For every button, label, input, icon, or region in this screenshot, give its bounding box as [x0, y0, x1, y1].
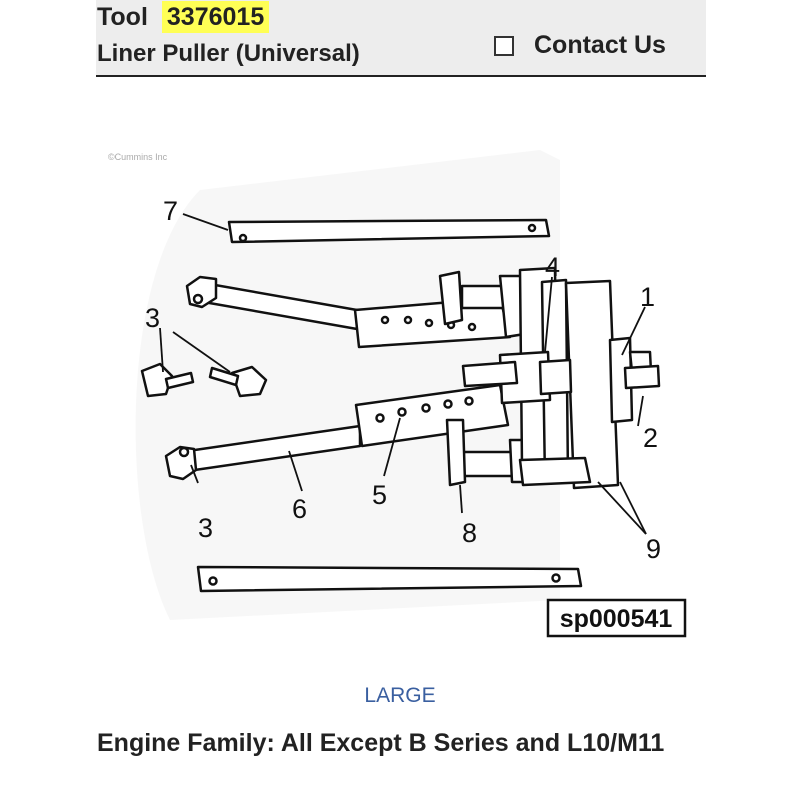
tool-title-row: Tool 3376015 [97, 1, 270, 33]
part-3-foot-right [208, 365, 268, 398]
tool-illustration: ©Cummins Inc [108, 150, 687, 638]
lower-bar [196, 565, 583, 593]
leader-lines [159, 213, 647, 535]
callout-2: 2 [643, 423, 658, 453]
part-code: sp000541 [560, 605, 673, 633]
copyright-text: ©Cummins Inc [108, 152, 168, 162]
callout-3-lower: 3 [198, 513, 213, 543]
tool-number: 3376015 [161, 1, 270, 33]
center-screw [461, 336, 661, 424]
part-7-bar [227, 218, 551, 244]
engine-family-text: Engine Family: All Except B Series and L… [97, 729, 665, 757]
callout-5: 5 [372, 480, 387, 510]
contact-us-option[interactable]: Contact Us [494, 31, 666, 60]
callout-7: 7 [163, 196, 178, 226]
contact-us-label[interactable]: Contact Us [534, 31, 666, 59]
callout-8: 8 [462, 518, 477, 548]
cummins-watermark [135, 150, 560, 620]
tool-name: Liner Puller (Universal) [97, 40, 360, 67]
contact-us-checkbox[interactable] [494, 35, 514, 56]
callout-3-upper: 3 [145, 303, 160, 333]
large-image-link[interactable]: LARGE [364, 684, 436, 707]
page-header: Tool 3376015 Liner Puller (Universal) Co… [0, 0, 800, 80]
tool-diagram[interactable]: ©Cummins Inc [0, 100, 800, 660]
callout-1: 1 [640, 282, 655, 312]
part-3-foot-left [140, 362, 195, 398]
tool-label: Tool [97, 2, 148, 31]
center-block-frame [498, 266, 620, 490]
callout-6: 6 [292, 494, 307, 524]
header-divider [96, 75, 706, 77]
callout-labels: 7 1 2 3 3 4 5 6 8 9 [145, 196, 661, 564]
callout-9: 9 [646, 534, 661, 564]
callout-4: 4 [545, 252, 560, 282]
lower-leg [164, 383, 510, 481]
part-code-box: sp000541 [546, 598, 687, 638]
